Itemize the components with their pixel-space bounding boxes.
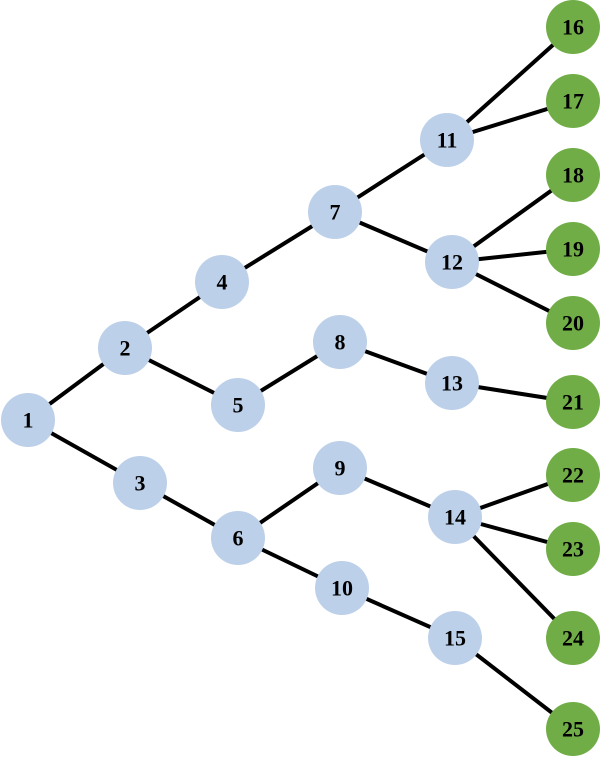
- node-25: 25: [546, 702, 600, 756]
- node-16: 16: [546, 0, 600, 54]
- node-23: 23: [546, 522, 600, 576]
- node-label: 25: [562, 717, 584, 742]
- node-3: 3: [113, 456, 167, 510]
- node-label: 4: [217, 270, 228, 295]
- node-label: 8: [335, 330, 346, 355]
- node-9: 9: [313, 441, 367, 495]
- internal-node-circle: [428, 490, 482, 544]
- node-label: 14: [444, 505, 466, 530]
- node-label: 20: [562, 311, 584, 336]
- node-19: 19: [546, 222, 600, 276]
- leaf-node-circle: [546, 148, 600, 202]
- internal-node-circle: [313, 315, 367, 369]
- node-label: 1: [23, 408, 34, 433]
- node-label: 19: [562, 237, 584, 262]
- node-label: 18: [562, 163, 584, 188]
- node-5: 5: [211, 378, 265, 432]
- node-label: 5: [233, 393, 244, 418]
- internal-node-circle: [315, 561, 369, 615]
- node-13: 13: [425, 356, 479, 410]
- internal-node-circle: [425, 356, 479, 410]
- leaf-node-circle: [546, 74, 600, 128]
- node-label: 10: [331, 576, 353, 601]
- node-22: 22: [546, 448, 600, 502]
- node-6: 6: [211, 511, 265, 565]
- leaf-node-circle: [546, 0, 600, 54]
- internal-node-circle: [428, 611, 482, 665]
- internal-node-circle: [113, 456, 167, 510]
- leaf-node-circle: [546, 222, 600, 276]
- node-17: 17: [546, 74, 600, 128]
- edge-14-24: [453, 515, 575, 640]
- leaf-node-circle: [546, 702, 600, 756]
- leaf-node-circle: [546, 296, 600, 350]
- internal-node-circle: [211, 511, 265, 565]
- node-label: 23: [562, 537, 584, 562]
- internal-node-circle: [308, 185, 362, 239]
- internal-node-circle: [1, 393, 55, 447]
- node-8: 8: [313, 315, 367, 369]
- node-15: 15: [428, 611, 482, 665]
- node-20: 20: [546, 296, 600, 350]
- node-21: 21: [546, 375, 600, 429]
- node-24: 24: [546, 611, 600, 665]
- internal-node-circle: [420, 113, 474, 167]
- node-label: 7: [330, 200, 341, 225]
- internal-node-circle: [425, 235, 479, 289]
- node-label: 15: [444, 626, 466, 651]
- edges-layer: [26, 25, 575, 731]
- node-1: 1: [1, 393, 55, 447]
- node-14: 14: [428, 490, 482, 544]
- node-label: 17: [562, 89, 584, 114]
- node-7: 7: [308, 185, 362, 239]
- leaf-node-circle: [546, 375, 600, 429]
- internal-node-circle: [98, 321, 152, 375]
- node-10: 10: [315, 561, 369, 615]
- edge-11-16: [445, 25, 575, 142]
- node-label: 9: [335, 456, 346, 481]
- node-label: 22: [562, 463, 584, 488]
- node-label: 11: [437, 128, 458, 153]
- internal-node-circle: [211, 378, 265, 432]
- node-label: 16: [562, 15, 584, 40]
- node-18: 18: [546, 148, 600, 202]
- leaf-node-circle: [546, 611, 600, 665]
- node-2: 2: [98, 321, 152, 375]
- node-label: 2: [120, 336, 131, 361]
- node-label: 13: [441, 371, 463, 396]
- leaf-node-circle: [546, 448, 600, 502]
- node-11: 11: [420, 113, 474, 167]
- node-4: 4: [195, 255, 249, 309]
- node-label: 12: [441, 250, 463, 275]
- node-12: 12: [425, 235, 479, 289]
- node-label: 21: [562, 390, 584, 415]
- node-label: 6: [233, 526, 244, 551]
- leaf-node-circle: [546, 522, 600, 576]
- node-label: 3: [135, 471, 146, 496]
- node-label: 24: [562, 626, 584, 651]
- internal-node-circle: [195, 255, 249, 309]
- internal-node-circle: [313, 441, 367, 495]
